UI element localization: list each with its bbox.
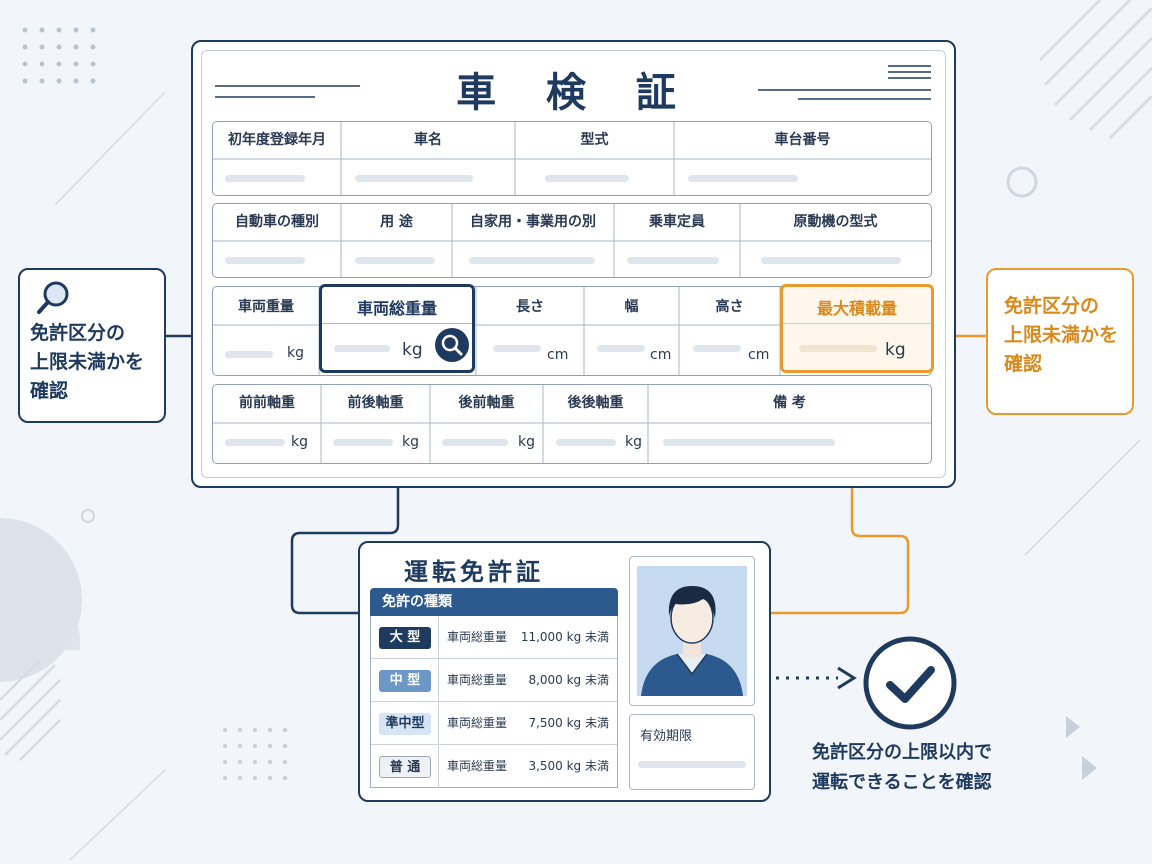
cert-table-row4: 前前軸重 前後軸重 後前軸重 後後軸重 備 考 kg kg kg kg: [212, 384, 932, 464]
header-remarks: 備 考: [773, 395, 806, 411]
header-chassis-number: 車台番号: [774, 132, 831, 148]
certificate-title: 車 検 証: [456, 70, 694, 116]
header-gross-weight: 車両総重量: [356, 299, 437, 318]
callout-right-line1: 免許区分の: [1004, 295, 1100, 317]
limit-large: 11,000 kg 未満: [520, 630, 609, 644]
callout-right-line3: 確認: [1004, 353, 1043, 375]
license-kind-table: 大 型 車両総重量 11,000 kg 未満 中 型 車両総重量 8,000 k…: [370, 616, 618, 788]
ring-deco: [1006, 166, 1038, 198]
vehicle-certificate-inner-border: [201, 50, 946, 478]
license-kind-row: 中 型 車両総重量 8,000 kg 未満: [371, 659, 617, 702]
callout-left-line1: 免許区分の: [30, 322, 126, 344]
result-line2: 運転できることを確認: [812, 772, 992, 793]
callout-left-line3: 確認: [30, 380, 69, 402]
badge-large: 大 型: [379, 627, 431, 649]
decor-lines-left: [215, 85, 360, 98]
dot-grid-bottom: [222, 727, 288, 781]
result-text: 免許区分の上限以内で 運転できることを確認: [812, 738, 992, 798]
header-engine-model: 原動機の型式: [793, 214, 878, 230]
header-rear-front-axle: 後前軸重: [458, 395, 515, 411]
validity-box: 有効期限: [629, 714, 755, 790]
license-kind-row: 大 型 車両総重量 11,000 kg 未満: [371, 616, 617, 659]
license-title: 運転免許証: [404, 558, 544, 586]
license-kind-row: 普 通 車両総重量 3,500 kg 未満: [371, 745, 617, 788]
limit-standard: 3,500 kg 未満: [528, 759, 609, 773]
header-max-load: 最大積載量: [816, 299, 897, 318]
license-photo: [629, 556, 755, 706]
hatch-circle-top-right: [1038, 0, 1152, 140]
license-kind-row: 準中型 車両総重量 7,500 kg 未満: [371, 702, 617, 745]
search-icon: [435, 328, 469, 362]
callout-left: 免許区分の 上限未満かを 確認: [18, 268, 166, 423]
validity-label: 有効期限: [640, 729, 693, 744]
header-front-front-axle: 前前軸重: [239, 395, 295, 411]
connector-gvw-to-license: [290, 373, 400, 615]
cert-table-row2: 自動車の種別 用 途 自家用・事業用の別 乗車定員 原動機の型式: [212, 203, 932, 278]
connector-maxload-to-license: [771, 373, 910, 615]
callout-right: 免許区分の 上限未満かを 確認: [986, 268, 1134, 415]
header-capacity: 乗車定員: [649, 214, 705, 230]
header-vehicle-type: 自動車の種別: [235, 214, 319, 230]
header-model: 型式: [580, 132, 609, 148]
callout-left-line2: 上限未満かを: [30, 351, 145, 373]
header-private-business: 自家用・事業用の別: [470, 214, 596, 230]
decor-lines-right: [758, 65, 931, 100]
person-avatar: [637, 566, 747, 696]
header-front-rear-axle: 前後軸重: [347, 395, 404, 411]
badge-semi-medium: 準中型: [379, 713, 431, 735]
max-load-highlight: 最大積載量 kg: [780, 284, 934, 373]
cert-table-row1: 初年度登録年月 車名 型式 車台番号: [212, 121, 932, 196]
badge-standard: 普 通: [379, 756, 431, 778]
result-line1: 免許区分の上限以内で: [812, 742, 992, 763]
badge-medium: 中 型: [379, 670, 431, 692]
header-rear-rear-axle: 後後軸重: [567, 395, 624, 411]
header-height: 高さ: [715, 299, 744, 315]
magnifier-icon: [37, 281, 69, 314]
header-car-name: 車名: [414, 132, 442, 148]
gross-weight-highlight: 車両総重量 kg: [319, 284, 475, 373]
limit-semi-medium: 7,500 kg 未満: [528, 716, 609, 730]
callout-right-line2: 上限未満かを: [1004, 324, 1119, 346]
header-usage: 用 途: [380, 214, 413, 230]
license-kind-header: 免許の種類: [370, 588, 618, 616]
header-vehicle-weight: 車両重量: [238, 299, 294, 315]
header-first-registration: 初年度登録年月: [228, 132, 326, 148]
check-circle-icon: [863, 636, 957, 730]
header-width: 幅: [624, 299, 639, 315]
header-length: 長さ: [516, 299, 544, 315]
limit-medium: 8,000 kg 未満: [528, 673, 609, 687]
dot-grid-top-left: [22, 27, 96, 84]
